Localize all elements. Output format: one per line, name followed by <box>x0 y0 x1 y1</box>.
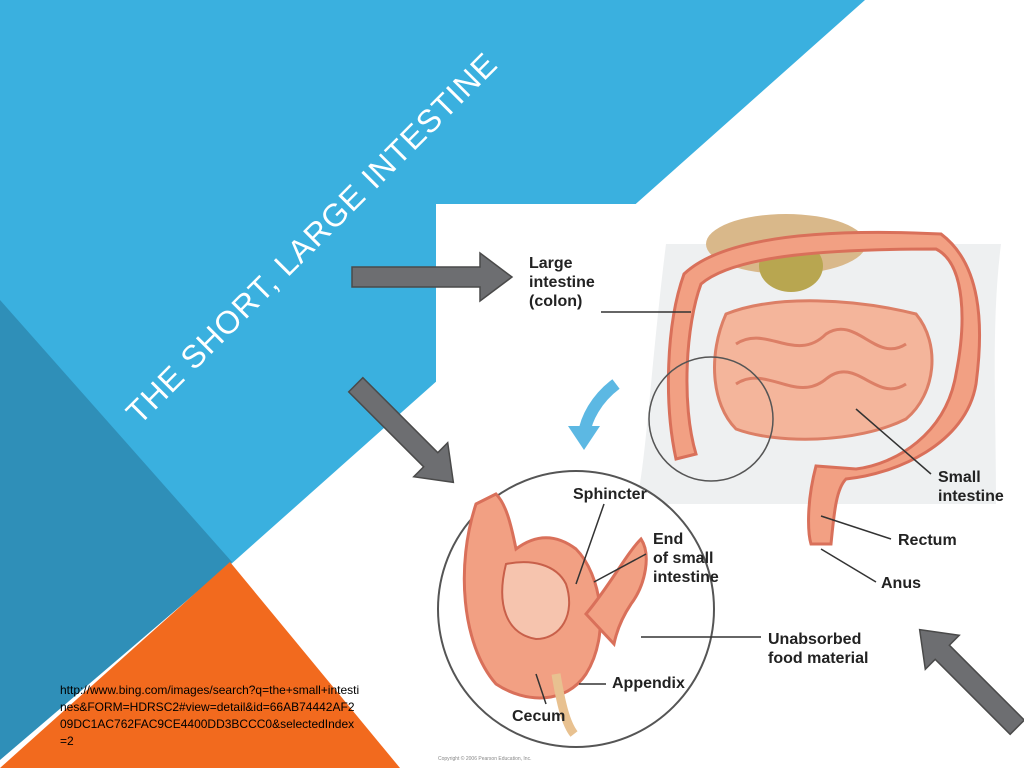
label-sphincter: Sphincter <box>573 486 647 503</box>
label-rectum: Rectum <box>898 532 957 549</box>
label-cecum: Cecum <box>512 708 566 725</box>
label-large-intestine: Large intestine (colon) <box>529 255 595 310</box>
focus-circle <box>648 356 774 482</box>
appendix-shape <box>551 673 578 737</box>
colon-shape <box>666 230 982 546</box>
source-url-link[interactable]: http://www.bing.com/images/search?q=the+… <box>60 683 360 748</box>
figure-copyright: Copyright © 2006 Pearson Education, Inc. <box>438 756 532 762</box>
small-intestine-shape <box>713 299 934 441</box>
label-anus: Anus <box>881 575 921 592</box>
anatomy-figure: Large intestine (colon) Small intestine … <box>436 204 1024 768</box>
intestine-illustration <box>436 204 1024 768</box>
dark-blue-triangle <box>0 300 232 760</box>
orange-triangle <box>0 562 400 768</box>
label-small-intestine: Small intestine <box>938 469 1004 505</box>
label-unabsorbed: Unabsorbed food material <box>768 631 869 667</box>
label-appendix: Appendix <box>612 675 685 692</box>
label-end-small-intestine: End of small intestine <box>653 531 719 586</box>
